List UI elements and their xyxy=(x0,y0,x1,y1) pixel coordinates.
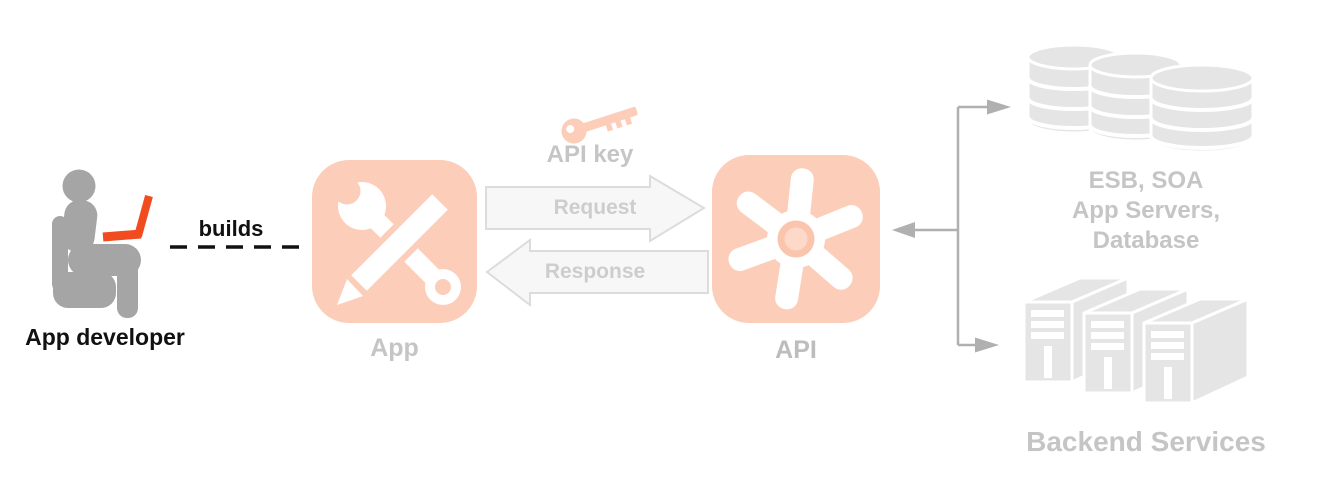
server-stack-icon xyxy=(1022,276,1250,405)
lower-leg xyxy=(117,256,138,318)
torso xyxy=(61,199,98,253)
api-icon xyxy=(712,155,880,323)
database-cylinder-3 xyxy=(1149,63,1255,154)
arrowhead-to-api xyxy=(892,222,915,238)
request-label: Request xyxy=(553,196,637,219)
app-developer-icon xyxy=(52,169,153,318)
person-figure xyxy=(52,169,141,318)
api-key-icon xyxy=(561,106,638,144)
backend-services-label: Backend Services xyxy=(1026,426,1266,457)
laptop-icon xyxy=(102,194,153,242)
gear-icon xyxy=(728,168,863,310)
chair-seat xyxy=(53,272,116,308)
response-label: Response xyxy=(544,260,646,283)
api-label: API xyxy=(775,336,817,364)
arrowhead-to-database xyxy=(987,99,1011,115)
arrowhead-to-servers xyxy=(975,337,999,353)
head xyxy=(62,169,96,203)
response-arrow xyxy=(485,238,709,308)
app-icon xyxy=(312,160,477,323)
request-arrow xyxy=(485,174,706,243)
esb-soa-line1: ESB, SOA xyxy=(1088,167,1204,194)
app-label: App xyxy=(370,334,419,362)
backend-connector xyxy=(892,99,1011,353)
api-key-label: API key xyxy=(546,141,634,168)
esb-soa-line2: App Servers, xyxy=(1071,197,1221,224)
esb-soa-line3: Database xyxy=(1092,227,1200,254)
pencil-icon xyxy=(337,185,457,305)
builds-dashed-line xyxy=(170,245,302,249)
database-stack-icon xyxy=(1026,43,1255,154)
app-developer-label: App developer xyxy=(25,324,185,350)
esb-soa-label: ESB, SOA App Servers, Database xyxy=(1040,166,1252,256)
builds-label: builds xyxy=(198,216,264,241)
request-response-arrows xyxy=(485,174,709,308)
key-icon xyxy=(561,106,638,144)
